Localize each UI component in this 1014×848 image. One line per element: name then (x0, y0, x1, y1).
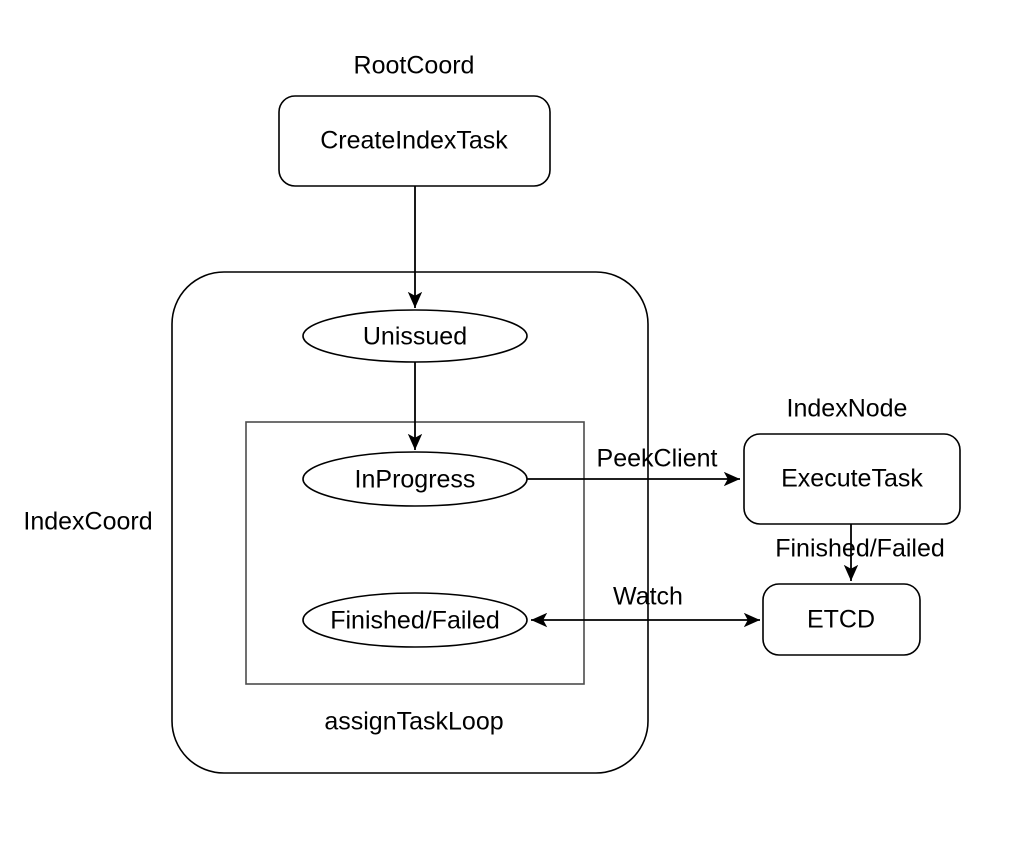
edge-label-finished-failed: Finished/Failed (775, 535, 945, 563)
container-label-assigntaskloop: assignTaskLoop (324, 708, 503, 736)
node-createindextask-label: CreateIndexTask (320, 127, 508, 155)
node-finishedfailed[interactable] (302, 592, 528, 648)
group-label-indexnode: IndexNode (787, 395, 908, 423)
node-unissued-label: Unissued (363, 323, 467, 351)
container-label-indexcoord: IndexCoord (23, 508, 152, 536)
node-executetask[interactable] (743, 433, 961, 525)
edge-label-peekclient: PeekClient (597, 445, 718, 473)
edge-label-watch: Watch (613, 583, 683, 611)
node-inprogress[interactable] (302, 451, 528, 507)
group-label-rootcoord: RootCoord (354, 52, 475, 80)
node-finishedfailed-label: Finished/Failed (330, 607, 500, 635)
node-inprogress-label: InProgress (355, 466, 476, 494)
container-indexcoord (171, 271, 649, 774)
node-createindextask[interactable] (278, 95, 551, 187)
node-etcd[interactable] (762, 583, 921, 656)
node-unissued[interactable] (302, 309, 528, 363)
node-etcd-label: ETCD (807, 606, 875, 634)
node-executetask-label: ExecuteTask (781, 465, 923, 493)
